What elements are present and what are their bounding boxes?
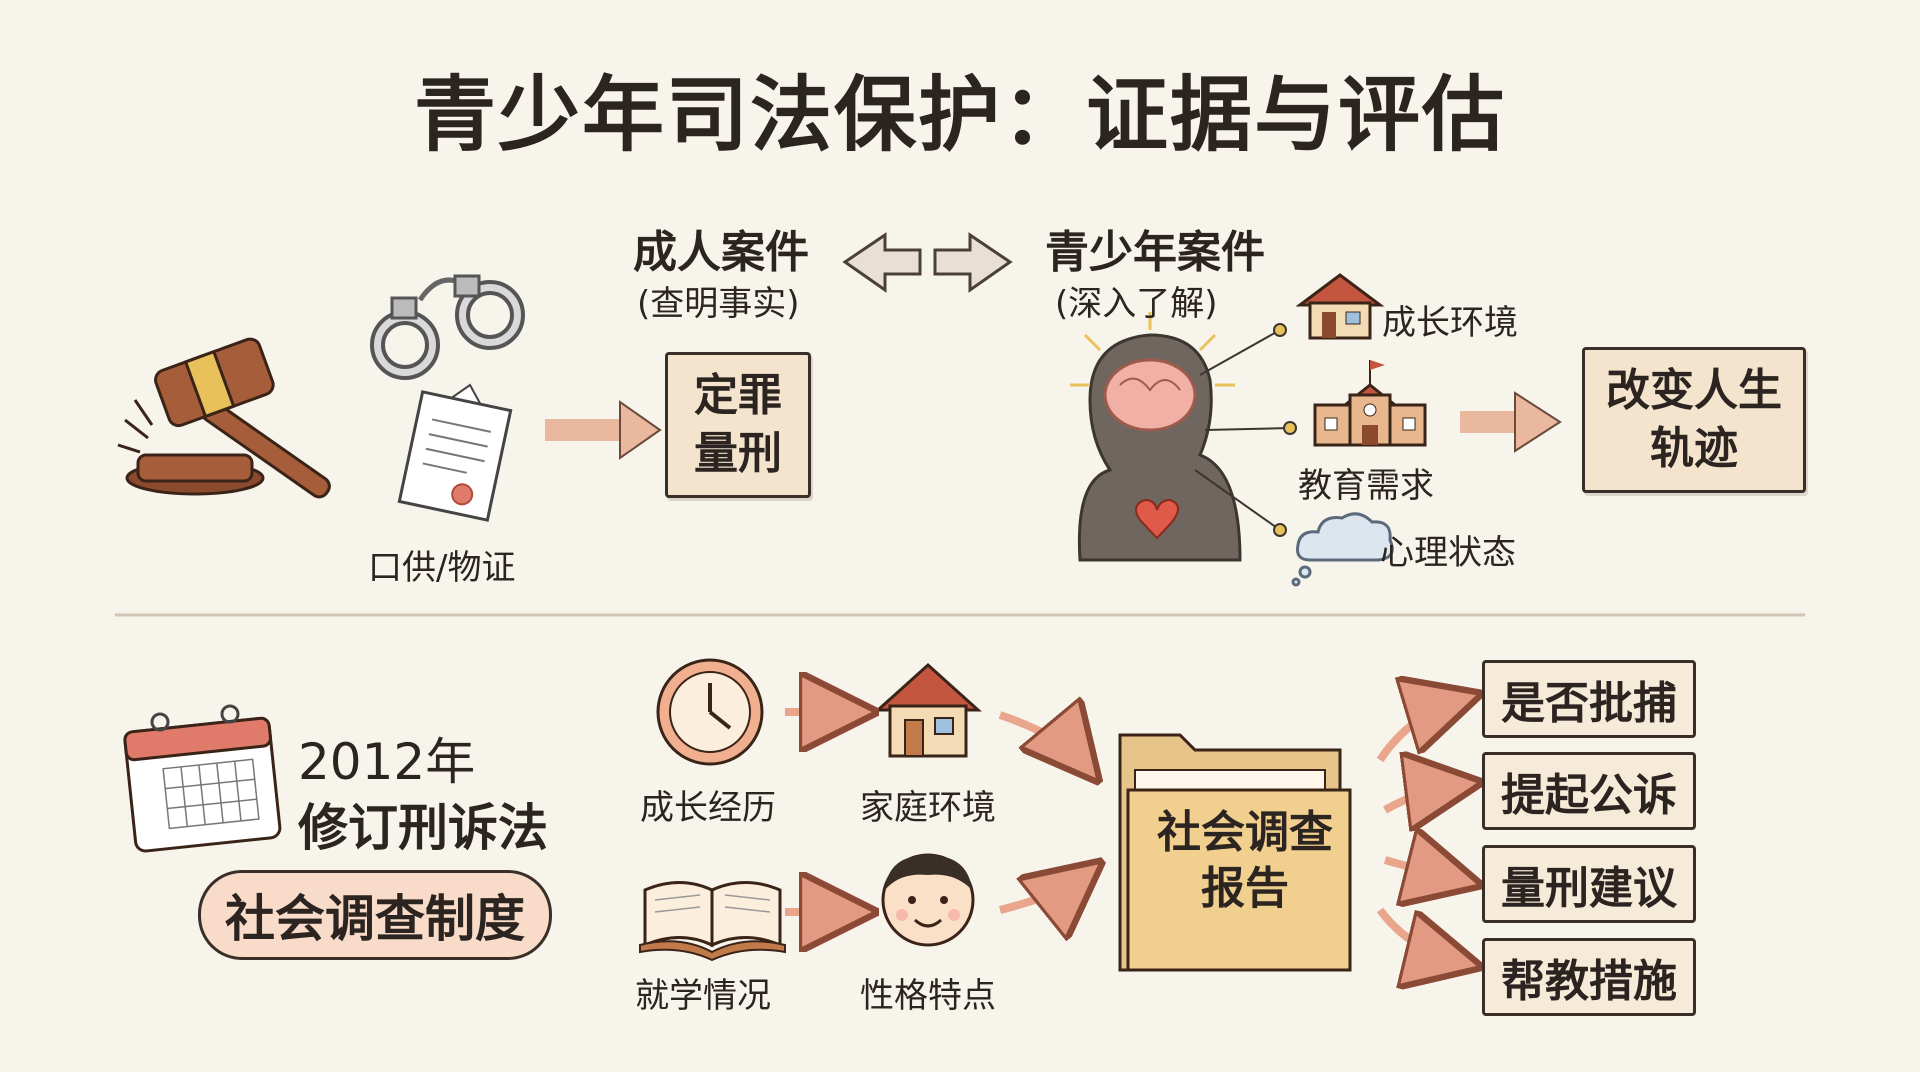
page-title: 青少年司法保护：证据与评估 [413,68,1506,163]
folder-icon [1118,733,1352,972]
child-face-icon [881,853,975,947]
output-arrows [1376,700,1460,962]
result-box: 改变人生 轨迹 [1582,347,1806,493]
youth-case-label: 青少年案件 [1045,227,1265,278]
double-arrow-icon [842,232,1013,293]
social-investigation-system-pill: 社会调查制度 [198,870,552,960]
school-icon [1313,360,1427,447]
output-sentencing-advice: 量刑建议 [1482,845,1696,923]
gavel-icon [117,337,331,499]
house-icon [874,662,982,758]
report-box: 社会调查 报告 [1150,805,1340,917]
book-icon [639,881,786,962]
input-family-environment: 家庭环境 [860,788,996,828]
handcuffs-icon [370,274,525,380]
law-label: 修订刑诉法 [298,799,548,857]
report-box-line-1: 社会调查 [1157,807,1333,858]
clock-icon [656,658,764,766]
sentence-box-line-1: 定罪 [694,370,782,421]
head-brain-icon [1070,312,1242,562]
calendar-icon [123,704,282,853]
output-rehabilitation: 帮教措施 [1482,938,1696,1016]
report-box-line-2: 报告 [1201,863,1289,914]
result-box-line-1: 改变人生 [1606,365,1782,416]
house-icon [1295,273,1385,340]
sentence-box: 定罪 量刑 [665,352,811,498]
input-personality: 性格特点 [860,976,996,1016]
adult-case-note: (查明事实) [637,284,800,324]
input-schooling: 就学情况 [635,976,771,1016]
factor-education-needs: 教育需求 [1298,466,1434,506]
youth-case-note: (深入了解) [1055,284,1218,324]
input-growth-history: 成长经历 [640,788,776,828]
output-prosecution: 提起公诉 [1482,752,1696,830]
cloud-icon [1291,512,1394,587]
factor-growth-environment: 成长环境 [1382,303,1518,343]
year-label: 2012年 [298,733,476,791]
input-arrows [785,712,1085,912]
output-arrest-decision: 是否批捕 [1482,660,1696,738]
factor-mental-state: 心理状态 [1380,533,1516,573]
result-box-line-2: 轨迹 [1650,423,1738,474]
sentence-box-line-2: 量刑 [694,428,782,479]
adult-case-label: 成人案件 [633,227,809,278]
evidence-label: 口供/物证 [368,548,516,588]
document-icon [397,383,513,522]
